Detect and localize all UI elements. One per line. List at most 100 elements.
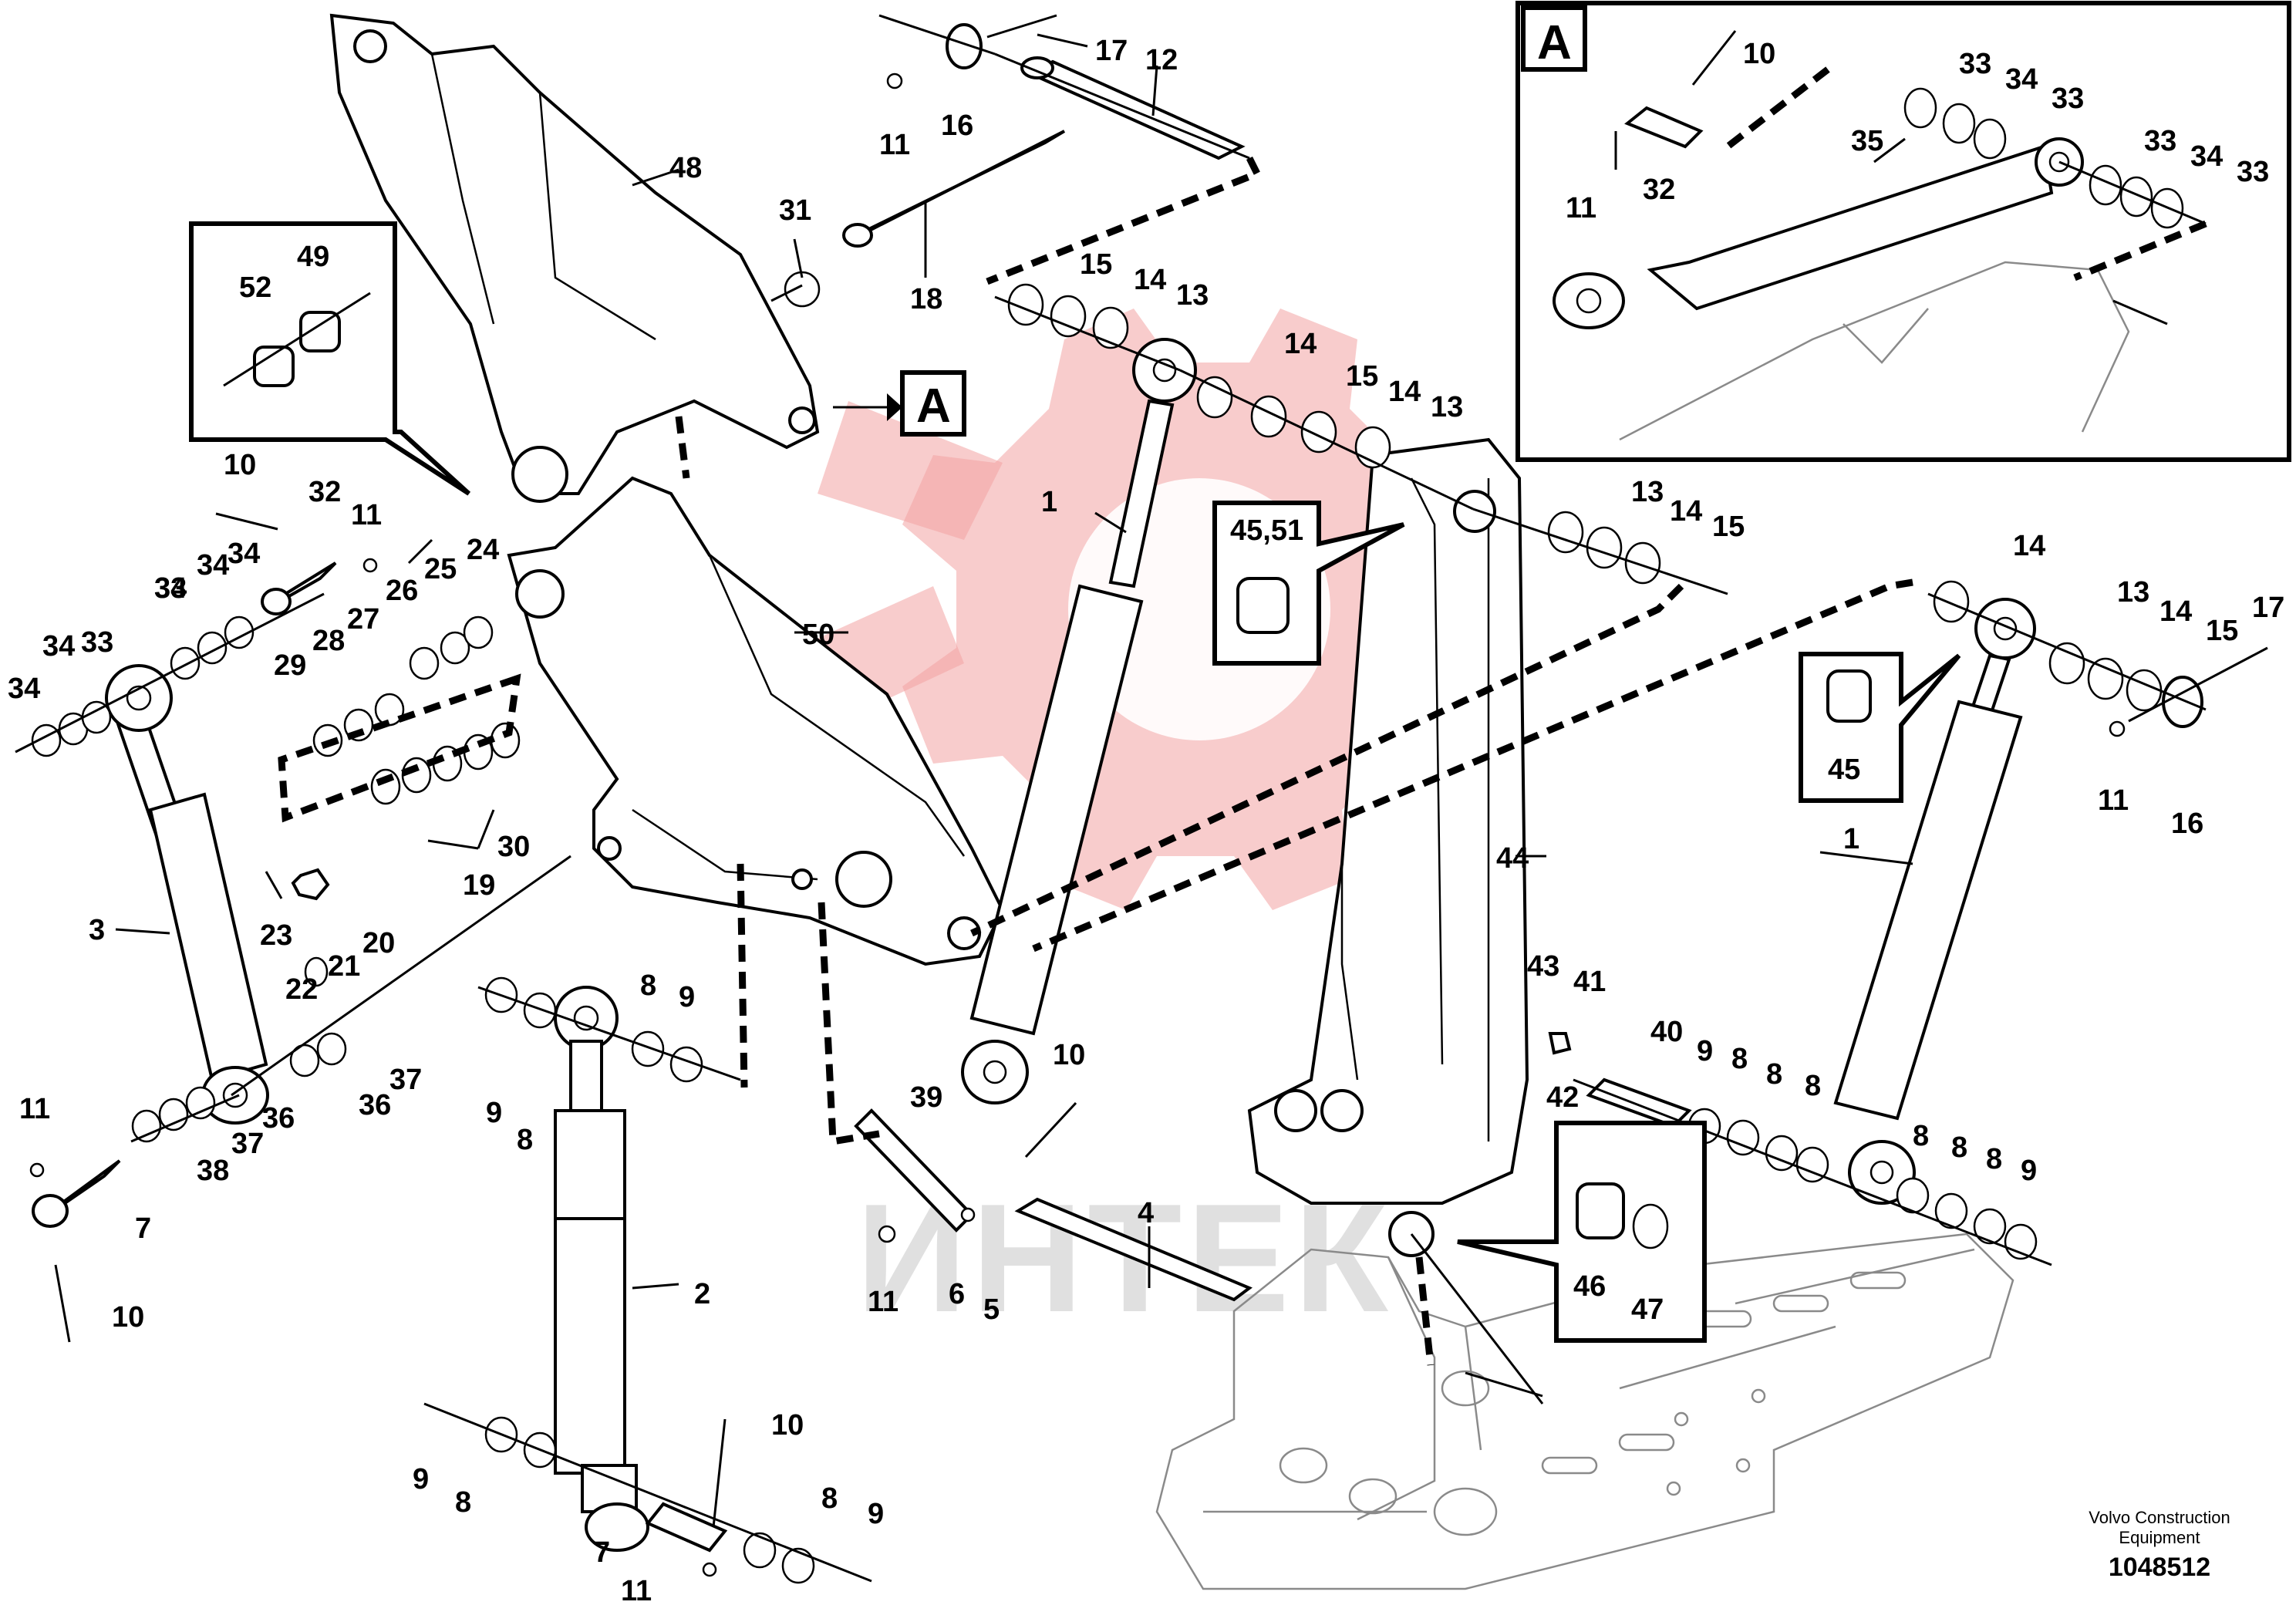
washers: [31, 271, 2163, 1584]
label-14: 14: [1284, 328, 1317, 360]
label-17: 17: [2252, 592, 2284, 624]
label-33: 33: [2144, 125, 2176, 157]
label-41: 41: [1573, 966, 1606, 998]
label-34: 34: [2005, 63, 2038, 96]
label-34: 34: [197, 549, 229, 582]
label-38: 38: [197, 1155, 229, 1187]
cylinder-3: [105, 664, 269, 1125]
label-50: 50: [802, 619, 834, 651]
label-34: 34: [42, 630, 75, 663]
label-16: 16: [941, 110, 973, 142]
label-11: 11: [2098, 784, 2129, 817]
label-15: 15: [1346, 360, 1378, 393]
label-34: 34: [8, 673, 40, 705]
label-11: 11: [879, 129, 910, 161]
label-34: 34: [228, 538, 260, 570]
label-11: 11: [19, 1093, 50, 1125]
label-10: 10: [1743, 38, 1775, 70]
label-8: 8: [1913, 1120, 1929, 1152]
label-35: 35: [1851, 125, 1883, 157]
label-34: 34: [2190, 140, 2223, 173]
label-10: 10: [771, 1409, 804, 1442]
inset-box-45: [1799, 652, 1961, 803]
label-37: 37: [231, 1128, 264, 1160]
base-frame-outline: [1155, 1233, 2014, 1590]
label-5: 5: [983, 1293, 1000, 1326]
label-33: 33: [2052, 83, 2084, 115]
label-8: 8: [1731, 1043, 1748, 1075]
label-9: 9: [679, 981, 695, 1013]
label-42: 42: [1546, 1081, 1579, 1114]
label-21: 21: [328, 950, 360, 983]
inset-box-49-52: [189, 221, 471, 496]
label-3: 3: [89, 914, 105, 946]
adjusting-boom: [507, 476, 1005, 966]
label-15: 15: [1080, 248, 1112, 281]
label-8: 8: [1986, 1143, 2002, 1175]
cylinder-1-right: [1833, 598, 2036, 1205]
label-8: 8: [1951, 1131, 1967, 1164]
label-8: 8: [640, 969, 656, 1002]
label-1: 1: [1041, 486, 1057, 518]
label-37: 37: [389, 1064, 422, 1096]
label-14: 14: [1134, 264, 1166, 296]
label-16: 16: [2171, 808, 2203, 840]
label-28: 28: [312, 625, 345, 657]
label-36: 36: [262, 1102, 295, 1135]
label-1: 1: [1843, 823, 1859, 855]
label-30: 30: [497, 831, 530, 863]
label-13: 13: [1631, 476, 1664, 508]
part-labels: 17 12 16 11 31 18 15 14 13 14 15 14 13 4…: [8, 35, 2284, 1607]
label-7: 7: [135, 1212, 151, 1245]
label-15: 15: [2206, 615, 2238, 647]
label-8: 8: [455, 1486, 471, 1519]
figure-number: 1048512: [2109, 1553, 2210, 1582]
label-14: 14: [2013, 530, 2045, 562]
label-34: 34: [154, 572, 187, 605]
label-17: 17: [1095, 35, 1128, 67]
label-52: 52: [239, 271, 271, 304]
label-12: 12: [1145, 44, 1178, 76]
upper-adapter: [329, 13, 820, 503]
label-29: 29: [274, 649, 306, 682]
main-boom: [1247, 437, 1529, 1257]
label-11: 11: [1566, 192, 1596, 224]
label-7: 7: [594, 1536, 610, 1569]
label-25: 25: [424, 553, 457, 585]
detail-box-a: A: [1515, 1, 2291, 462]
label-13: 13: [1176, 279, 1209, 312]
label-18: 18: [910, 283, 942, 315]
label-9: 9: [1697, 1035, 1713, 1067]
label-14: 14: [1388, 376, 1421, 408]
label-46: 46: [1573, 1270, 1606, 1303]
detail-a-cylinder: [1553, 30, 2207, 441]
label-9: 9: [486, 1097, 502, 1129]
label-9: 9: [413, 1463, 429, 1496]
brand-block: Volvo Construction Equipment 1048512: [2089, 1508, 2230, 1582]
label-6: 6: [949, 1278, 965, 1310]
label-leaders: [115, 33, 1913, 1290]
label-9: 9: [2021, 1155, 2037, 1187]
dashed-leader-lines: [278, 156, 1913, 1366]
label-9: 9: [868, 1498, 884, 1530]
brand-line-2: Equipment: [2119, 1528, 2200, 1547]
detail-box-letter: A: [1537, 16, 1572, 69]
axis-lines: [15, 14, 2207, 1583]
label-33: 33: [2237, 156, 2269, 188]
label-19: 19: [463, 869, 495, 902]
label-8: 8: [821, 1482, 838, 1515]
label-32: 32: [1643, 174, 1675, 206]
label-45: 45: [1828, 754, 1860, 786]
label-11: 11: [621, 1575, 652, 1607]
label-31: 31: [779, 194, 811, 227]
label-11: 11: [868, 1286, 899, 1318]
label-11: 11: [351, 499, 382, 531]
label-36: 36: [359, 1089, 391, 1121]
inset-box-45-51: [1212, 501, 1405, 666]
label-44: 44: [1496, 842, 1529, 875]
label-14: 14: [1670, 495, 1702, 528]
label-43: 43: [1527, 950, 1559, 983]
label-22: 22: [285, 973, 318, 1006]
label-47: 47: [1631, 1293, 1664, 1326]
